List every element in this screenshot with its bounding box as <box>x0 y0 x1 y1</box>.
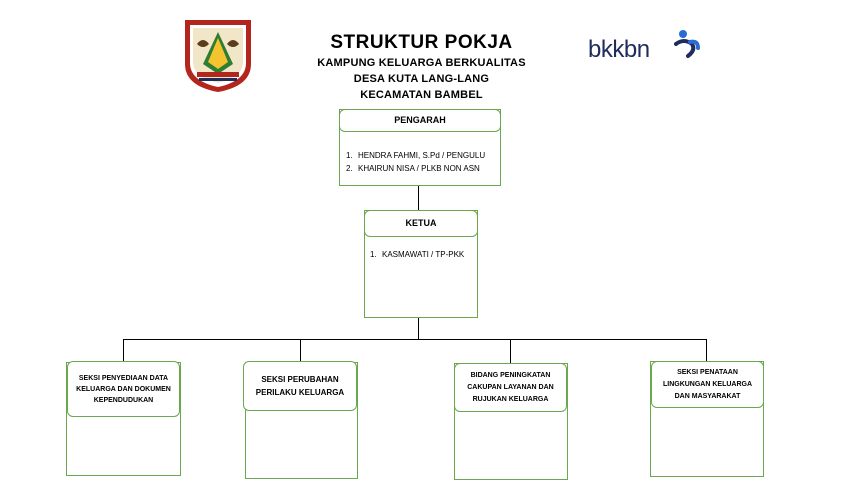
member-name: KHAIRUN NISA / PLKB NON ASN <box>358 164 480 173</box>
connector-section-3 <box>510 339 511 363</box>
pengarah-member-list: 1. HENDRA FAHMI, S.Pd / PENGULU 2. KHAIRUN… <box>346 149 498 175</box>
member-name: KASMAWATI / TP-PKK <box>382 250 465 259</box>
ketua-member: 1. KASMAWATI / TP-PKK <box>370 248 474 261</box>
ketua-title: KETUA <box>364 210 478 237</box>
connector-section-4 <box>706 339 707 361</box>
connector-pengarah-ketua <box>418 185 419 210</box>
section-title-data-kependudukan: SEKSI PENYEDIAAN DATA KELUARGA DAN DOKUM… <box>67 361 180 417</box>
bkkbn-logo-text: bkkbn <box>588 36 650 63</box>
list-number: 1. <box>370 250 377 259</box>
bkkbn-logo: bkkbn <box>588 28 708 68</box>
bkkbn-mark-icon <box>674 30 700 58</box>
member-name: HENDRA FAHMI, S.Pd / PENGULU <box>358 151 486 160</box>
ketua-member-list: 1. KASMAWATI / TP-PKK <box>370 248 474 261</box>
pengarah-member: 1. HENDRA FAHMI, S.Pd / PENGULU <box>346 149 498 162</box>
connector-section-1 <box>123 339 124 361</box>
connector-ketua-down <box>418 317 419 339</box>
section-title-penataan-lingkungan: SEKSI PENATAAN LINGKUNGAN KELUARGA DAN M… <box>651 361 764 408</box>
list-number: 1. <box>346 151 353 160</box>
page-subtitle-program: KAMPUNG KELUARGA BERKUALITAS <box>317 57 526 69</box>
page-subtitle-district: KECAMATAN BAMBEL <box>360 89 483 101</box>
page-subtitle-village: DESA KUTA LANG-LANG <box>353 73 490 85</box>
section-title-cakupan-layanan: BIDANG PENINGKATAN CAKUPAN LAYANAN DAN R… <box>454 363 567 412</box>
regency-emblem-logo <box>185 20 251 92</box>
section-title-perubahan-perilaku: SEKSI PERUBAHAN PERILAKU KELUARGA <box>243 361 357 411</box>
connector-horizontal-bus <box>123 339 707 340</box>
pengarah-title: PENGARAH <box>339 109 501 132</box>
list-number: 2. <box>346 164 353 173</box>
page-title: STRUKTUR POKJA <box>330 32 513 53</box>
pengarah-member: 2. KHAIRUN NISA / PLKB NON ASN <box>346 162 498 175</box>
connector-section-2 <box>300 339 301 361</box>
